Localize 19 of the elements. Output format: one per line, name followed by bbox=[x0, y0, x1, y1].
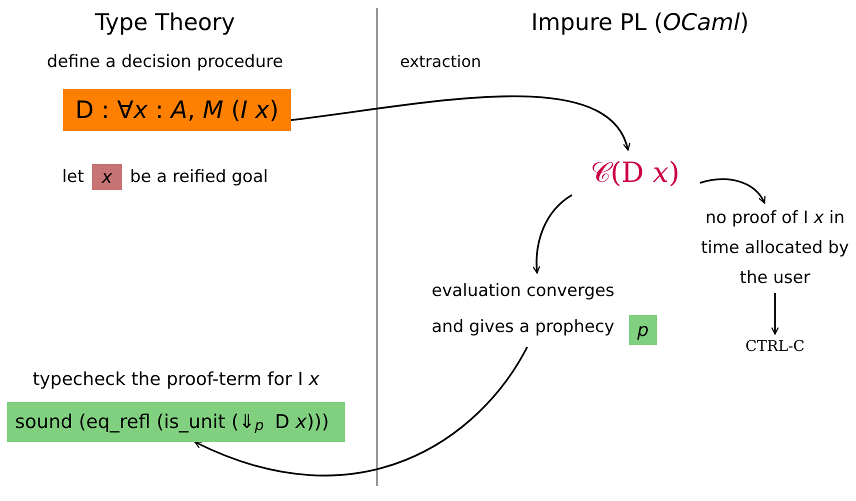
outcome-text: no proof of I x in time allocated by the user bbox=[700, 207, 850, 290]
interrupt-key-text: CTRL-C bbox=[745, 336, 805, 357]
goal-box: x bbox=[92, 164, 122, 190]
sentence-text: be a reified goal bbox=[130, 166, 268, 189]
curved-arrow bbox=[532, 194, 572, 274]
definition-box: D : ∀x : A, M (I x) bbox=[63, 89, 291, 131]
curved-arrow bbox=[290, 96, 630, 151]
curved-arrow bbox=[700, 178, 766, 204]
sentence-text: let bbox=[62, 166, 84, 189]
step-caption: define a decision procedure bbox=[46, 52, 284, 72]
proof-term-box: sound (eq_refl (is_unit (⇓$_{p}$ D x))) bbox=[7, 402, 345, 442]
node-heading: typecheck the proof-term for I x bbox=[32, 368, 320, 392]
column-heading: Impure PL (OCaml) bbox=[531, 10, 749, 36]
computation-term: 𝒞(D x) bbox=[590, 154, 680, 190]
curved-arrow bbox=[194, 346, 528, 476]
outcome-text: evaluation converges and gives a prophecy bbox=[430, 280, 616, 339]
curved-arrow bbox=[771, 293, 779, 335]
prophecy-box: p bbox=[629, 315, 657, 345]
column-heading: Type Theory bbox=[94, 10, 236, 36]
